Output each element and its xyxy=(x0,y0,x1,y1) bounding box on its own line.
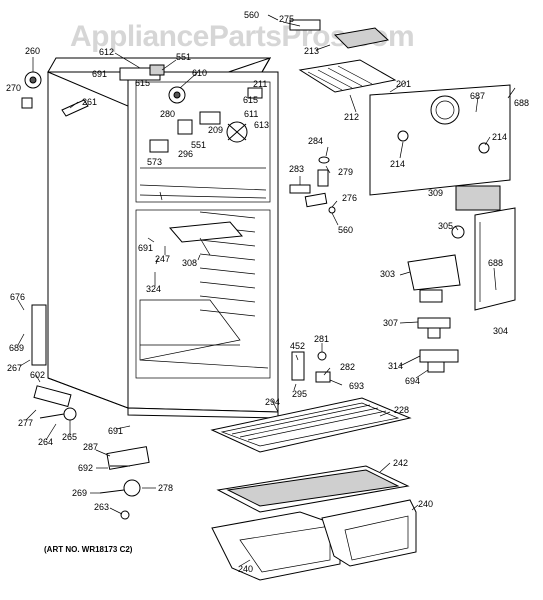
callout-240b: 240 xyxy=(418,499,433,509)
callout-240a: 240 xyxy=(238,564,253,574)
callout-214b: 214 xyxy=(390,159,405,169)
freezer-shelf-parts xyxy=(289,19,397,93)
callout-279: 279 xyxy=(338,167,353,177)
callout-602: 602 xyxy=(30,370,45,380)
callout-295: 295 xyxy=(292,389,307,399)
callout-303: 303 xyxy=(380,269,395,279)
callout-611: 611 xyxy=(244,109,258,119)
callout-305: 305 xyxy=(438,221,453,231)
callout-214a: 214 xyxy=(492,132,507,142)
callout-247: 247 xyxy=(155,254,170,264)
callout-551: 551 xyxy=(176,52,191,62)
callout-213: 213 xyxy=(304,46,319,56)
light-housing-parts xyxy=(407,185,516,373)
callout-693: 693 xyxy=(349,381,364,391)
callout-314: 314 xyxy=(388,361,403,371)
callout-287: 287 xyxy=(83,442,98,452)
callout-280: 280 xyxy=(160,109,175,119)
callout-278: 278 xyxy=(158,483,173,493)
callout-307: 307 xyxy=(383,318,398,328)
callout-691b: 691 xyxy=(138,243,153,253)
shelf-228 xyxy=(210,397,412,453)
callout-573: 573 xyxy=(147,157,162,167)
back-panel xyxy=(369,84,511,196)
callout-687: 687 xyxy=(470,91,485,101)
callout-560: 560 xyxy=(244,10,259,20)
callout-228: 228 xyxy=(394,405,409,415)
crisper-cover xyxy=(216,465,410,513)
callout-201: 201 xyxy=(396,79,411,89)
callout-304: 304 xyxy=(493,326,508,336)
callout-242: 242 xyxy=(393,458,408,468)
callout-282: 282 xyxy=(340,362,355,372)
callout-294: 294 xyxy=(265,397,280,407)
callout-308: 308 xyxy=(182,258,197,268)
callout-211: 211 xyxy=(253,79,267,89)
callout-276: 276 xyxy=(342,193,357,203)
callout-265: 265 xyxy=(62,432,77,442)
callout-209: 209 xyxy=(208,125,223,135)
callout-694: 694 xyxy=(405,376,420,386)
callout-324: 324 xyxy=(146,284,161,294)
callout-309: 309 xyxy=(428,188,443,198)
callout-275: 275 xyxy=(279,14,294,24)
left-side-parts xyxy=(21,71,89,421)
leveling-parts xyxy=(99,446,150,520)
callout-labels: 560 275 260 612 551 691 615 610 213 270 … xyxy=(6,10,529,574)
callout-452: 452 xyxy=(290,341,305,351)
hinge-parts xyxy=(291,351,331,383)
callout-688b: 688 xyxy=(488,258,503,268)
callout-212: 212 xyxy=(344,112,359,122)
callout-692: 692 xyxy=(78,463,93,473)
callout-613: 613 xyxy=(254,120,269,130)
crisper-drawers xyxy=(211,499,417,581)
callout-281: 281 xyxy=(314,334,329,344)
callout-264: 264 xyxy=(38,437,53,447)
callout-277: 277 xyxy=(18,418,33,428)
art-number: (ART NO. WR18173 C2) xyxy=(44,545,133,554)
callout-676: 676 xyxy=(10,292,25,302)
callout-689: 689 xyxy=(9,343,24,353)
callout-283: 283 xyxy=(289,164,304,174)
callout-267: 267 xyxy=(7,363,22,373)
callout-560b: 560 xyxy=(338,225,353,235)
callout-691c: 691 xyxy=(108,426,123,436)
callout-615: 615 xyxy=(135,78,150,88)
callout-260: 260 xyxy=(25,46,40,56)
callout-551b: 551 xyxy=(191,140,206,150)
callout-691: 691 xyxy=(92,69,107,79)
callout-296: 296 xyxy=(178,149,193,159)
damper-parts xyxy=(289,156,336,214)
cabinet xyxy=(47,57,279,419)
callout-261: 261 xyxy=(82,97,97,107)
callout-612: 612 xyxy=(99,47,114,57)
callout-615b: 615 xyxy=(243,95,258,105)
leader-lines xyxy=(17,14,516,567)
callout-610: 610 xyxy=(192,68,207,78)
freezer-fan-assembly xyxy=(119,64,263,153)
callout-688: 688 xyxy=(514,98,529,108)
callout-263: 263 xyxy=(94,502,109,512)
callout-284: 284 xyxy=(308,136,323,146)
callout-269: 269 xyxy=(72,488,87,498)
callout-270: 270 xyxy=(6,83,21,93)
